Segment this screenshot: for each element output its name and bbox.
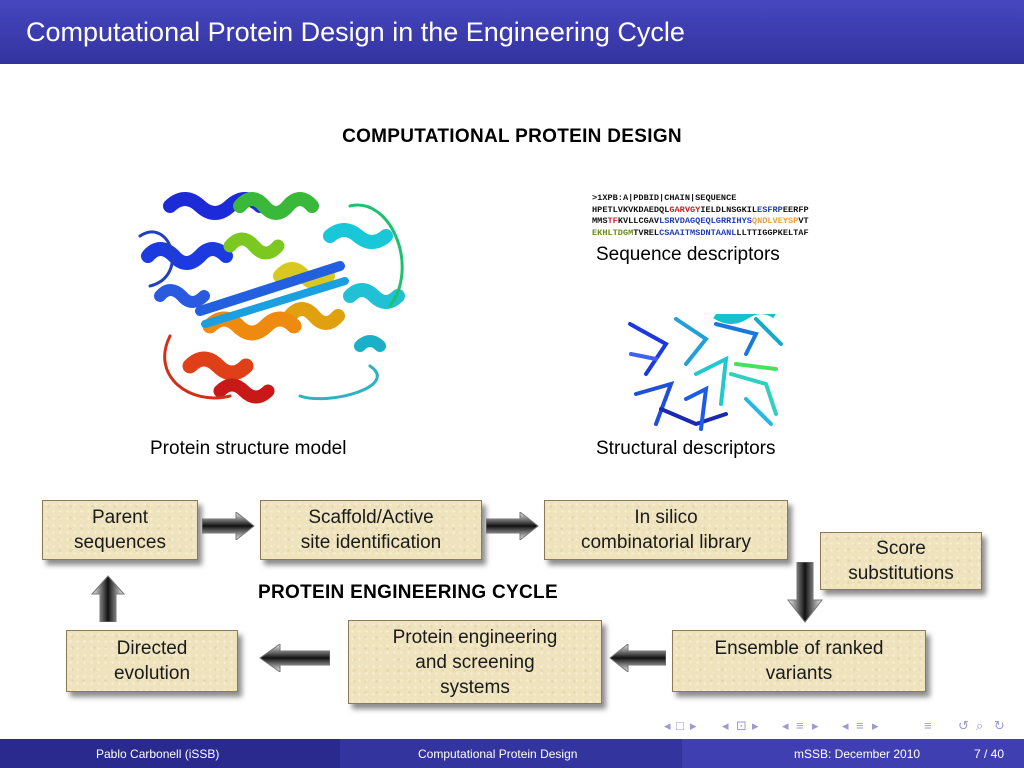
footer-talk-title: Computational Protein Design xyxy=(418,747,578,761)
box-line: variants xyxy=(765,663,833,684)
nav-document-icon[interactable]: ≡ xyxy=(856,718,864,733)
nav-redo-icon[interactable]: ↻ xyxy=(994,718,1005,733)
seq-segment: GARVGY xyxy=(669,204,701,215)
seq-segment: EKHLTDGM xyxy=(592,227,634,238)
box-line: sequences xyxy=(74,532,166,553)
structural-descriptors-image xyxy=(626,314,786,432)
box-line: site identification xyxy=(300,532,442,553)
footer-event-panel: mSSB: December 2010 7 / 40 xyxy=(682,739,1024,768)
box-line: combinatorial library xyxy=(580,532,751,553)
seq-segment: ESFRP xyxy=(757,204,783,215)
box-parent-sequences: Parent sequences xyxy=(42,500,198,560)
nav-prev-icon[interactable]: ◂ xyxy=(782,718,789,733)
nav-subsection-icon[interactable]: ⊡ xyxy=(736,718,747,733)
box-line: Scaffold/Active xyxy=(308,507,434,528)
footer-page-number: 7 / 40 xyxy=(974,747,1005,761)
label-structural-descriptors: Structural descriptors xyxy=(596,438,776,459)
seq-line-4: EKHLTDGMTVRELCSAAITMSDNTAANLLLTTIGGPKELT… xyxy=(592,228,809,240)
protein-structure-image xyxy=(138,192,405,404)
title-bar: Computational Protein Design in the Engi… xyxy=(0,0,1024,64)
arrow-up-icon xyxy=(90,575,126,622)
box-scaffold-active-site: Scaffold/Active site identification xyxy=(260,500,482,560)
footer-author: Pablo Carbonell (iSSB) xyxy=(96,747,220,761)
box-protein-engineering-screening: Protein engineering and screening systems xyxy=(348,620,602,704)
box-line: substitutions xyxy=(848,563,954,584)
footer-author-panel: Pablo Carbonell (iSSB) xyxy=(0,739,340,768)
seq-segment: TF xyxy=(607,216,618,226)
box-line: Parent xyxy=(92,507,148,528)
footer: Pablo Carbonell (iSSB) Computational Pro… xyxy=(0,739,1024,768)
footer-event: mSSB: December 2010 xyxy=(794,747,921,761)
seq-line-2: HPETLVKVKDAEDQLGARVGYIELDLNSGKILESFRPEER… xyxy=(592,205,809,217)
box-in-silico-library: In silico combinatorial library xyxy=(544,500,788,560)
nav-frame-icon[interactable]: □ xyxy=(676,718,684,733)
footer-talk-panel: Computational Protein Design xyxy=(340,739,682,768)
box-line: Directed xyxy=(116,638,188,659)
seq-segment: LSRVDAGQEQLGRRIHYS xyxy=(659,216,752,226)
nav-next-icon[interactable]: ▸ xyxy=(752,718,759,733)
seq-segment: VT xyxy=(798,216,809,226)
nav-next-icon[interactable]: ▸ xyxy=(872,718,879,733)
arrow-right-icon xyxy=(202,512,255,540)
box-line: In silico xyxy=(634,507,698,528)
box-score-substitutions: Score substitutions xyxy=(820,532,982,590)
seq-segment: MMS xyxy=(592,216,608,226)
seq-segment: EERFP xyxy=(782,204,809,215)
nav-align-icon[interactable]: ≡ xyxy=(924,718,932,733)
label-sequence-descriptors: Sequence descriptors xyxy=(596,244,780,265)
nav-prev-icon[interactable]: ◂ xyxy=(842,718,849,733)
seq-segment: TVREL xyxy=(633,227,660,238)
box-line: Protein engineering xyxy=(392,626,558,648)
nav-prev-icon[interactable]: ◂ xyxy=(722,718,729,733)
nav-section-icon[interactable]: ≡ xyxy=(796,718,804,733)
box-line: and screening xyxy=(415,651,535,673)
section-heading-design: COMPUTATIONAL PROTEIN DESIGN xyxy=(342,126,682,147)
arrow-down-icon xyxy=(786,562,824,623)
nav-next-icon[interactable]: ▸ xyxy=(690,718,697,733)
seq-line-3: MMSTFKVLLCGAVLSRVDAGQEQLGRRIHYSQNDLVEYSP… xyxy=(592,216,809,228)
seq-line-1: >1XPB:A|PDBID|CHAIN|SEQUENCE xyxy=(592,193,737,203)
box-line: systems xyxy=(440,676,510,698)
box-line: Score xyxy=(876,538,926,559)
arrow-left-icon xyxy=(259,644,330,672)
seq-segment: CSAAITMSDNTAANL xyxy=(659,227,737,238)
slide-title: Computational Protein Design in the Engi… xyxy=(26,17,685,47)
box-ensemble-ranked-variants: Ensemble of ranked variants xyxy=(672,630,926,692)
seq-segment: HPETLVKVKDAEDQL xyxy=(592,204,670,215)
seq-segment: KVLLCGAV xyxy=(617,216,660,226)
box-directed-evolution: Directed evolution xyxy=(66,630,238,692)
arrow-right-icon xyxy=(486,512,539,540)
label-protein-structure-model: Protein structure model xyxy=(150,438,347,459)
nav-undo-icon[interactable]: ↺ xyxy=(958,718,969,733)
seq-segment: LLTTIGGPKELTAF xyxy=(736,227,809,238)
box-line: evolution xyxy=(113,663,191,684)
beamer-navigation[interactable]: ◂ □ ▸ ◂ ⊡ ▸ ◂ ≡ ▸ ◂ ≡ ▸ ≡ ↺ ⌕ ↻ xyxy=(664,718,1024,736)
box-line: Ensemble of ranked xyxy=(714,638,884,659)
seq-segment: IELDLNSGKIL xyxy=(700,204,758,215)
seq-segment: QNDLVEYSP xyxy=(751,216,799,226)
section-heading-cycle: PROTEIN ENGINEERING CYCLE xyxy=(258,582,558,603)
nav-prev-icon[interactable]: ◂ xyxy=(664,718,671,733)
nav-search-icon[interactable]: ⌕ xyxy=(976,718,984,733)
nav-next-icon[interactable]: ▸ xyxy=(812,718,819,733)
arrow-left-icon xyxy=(609,644,666,672)
